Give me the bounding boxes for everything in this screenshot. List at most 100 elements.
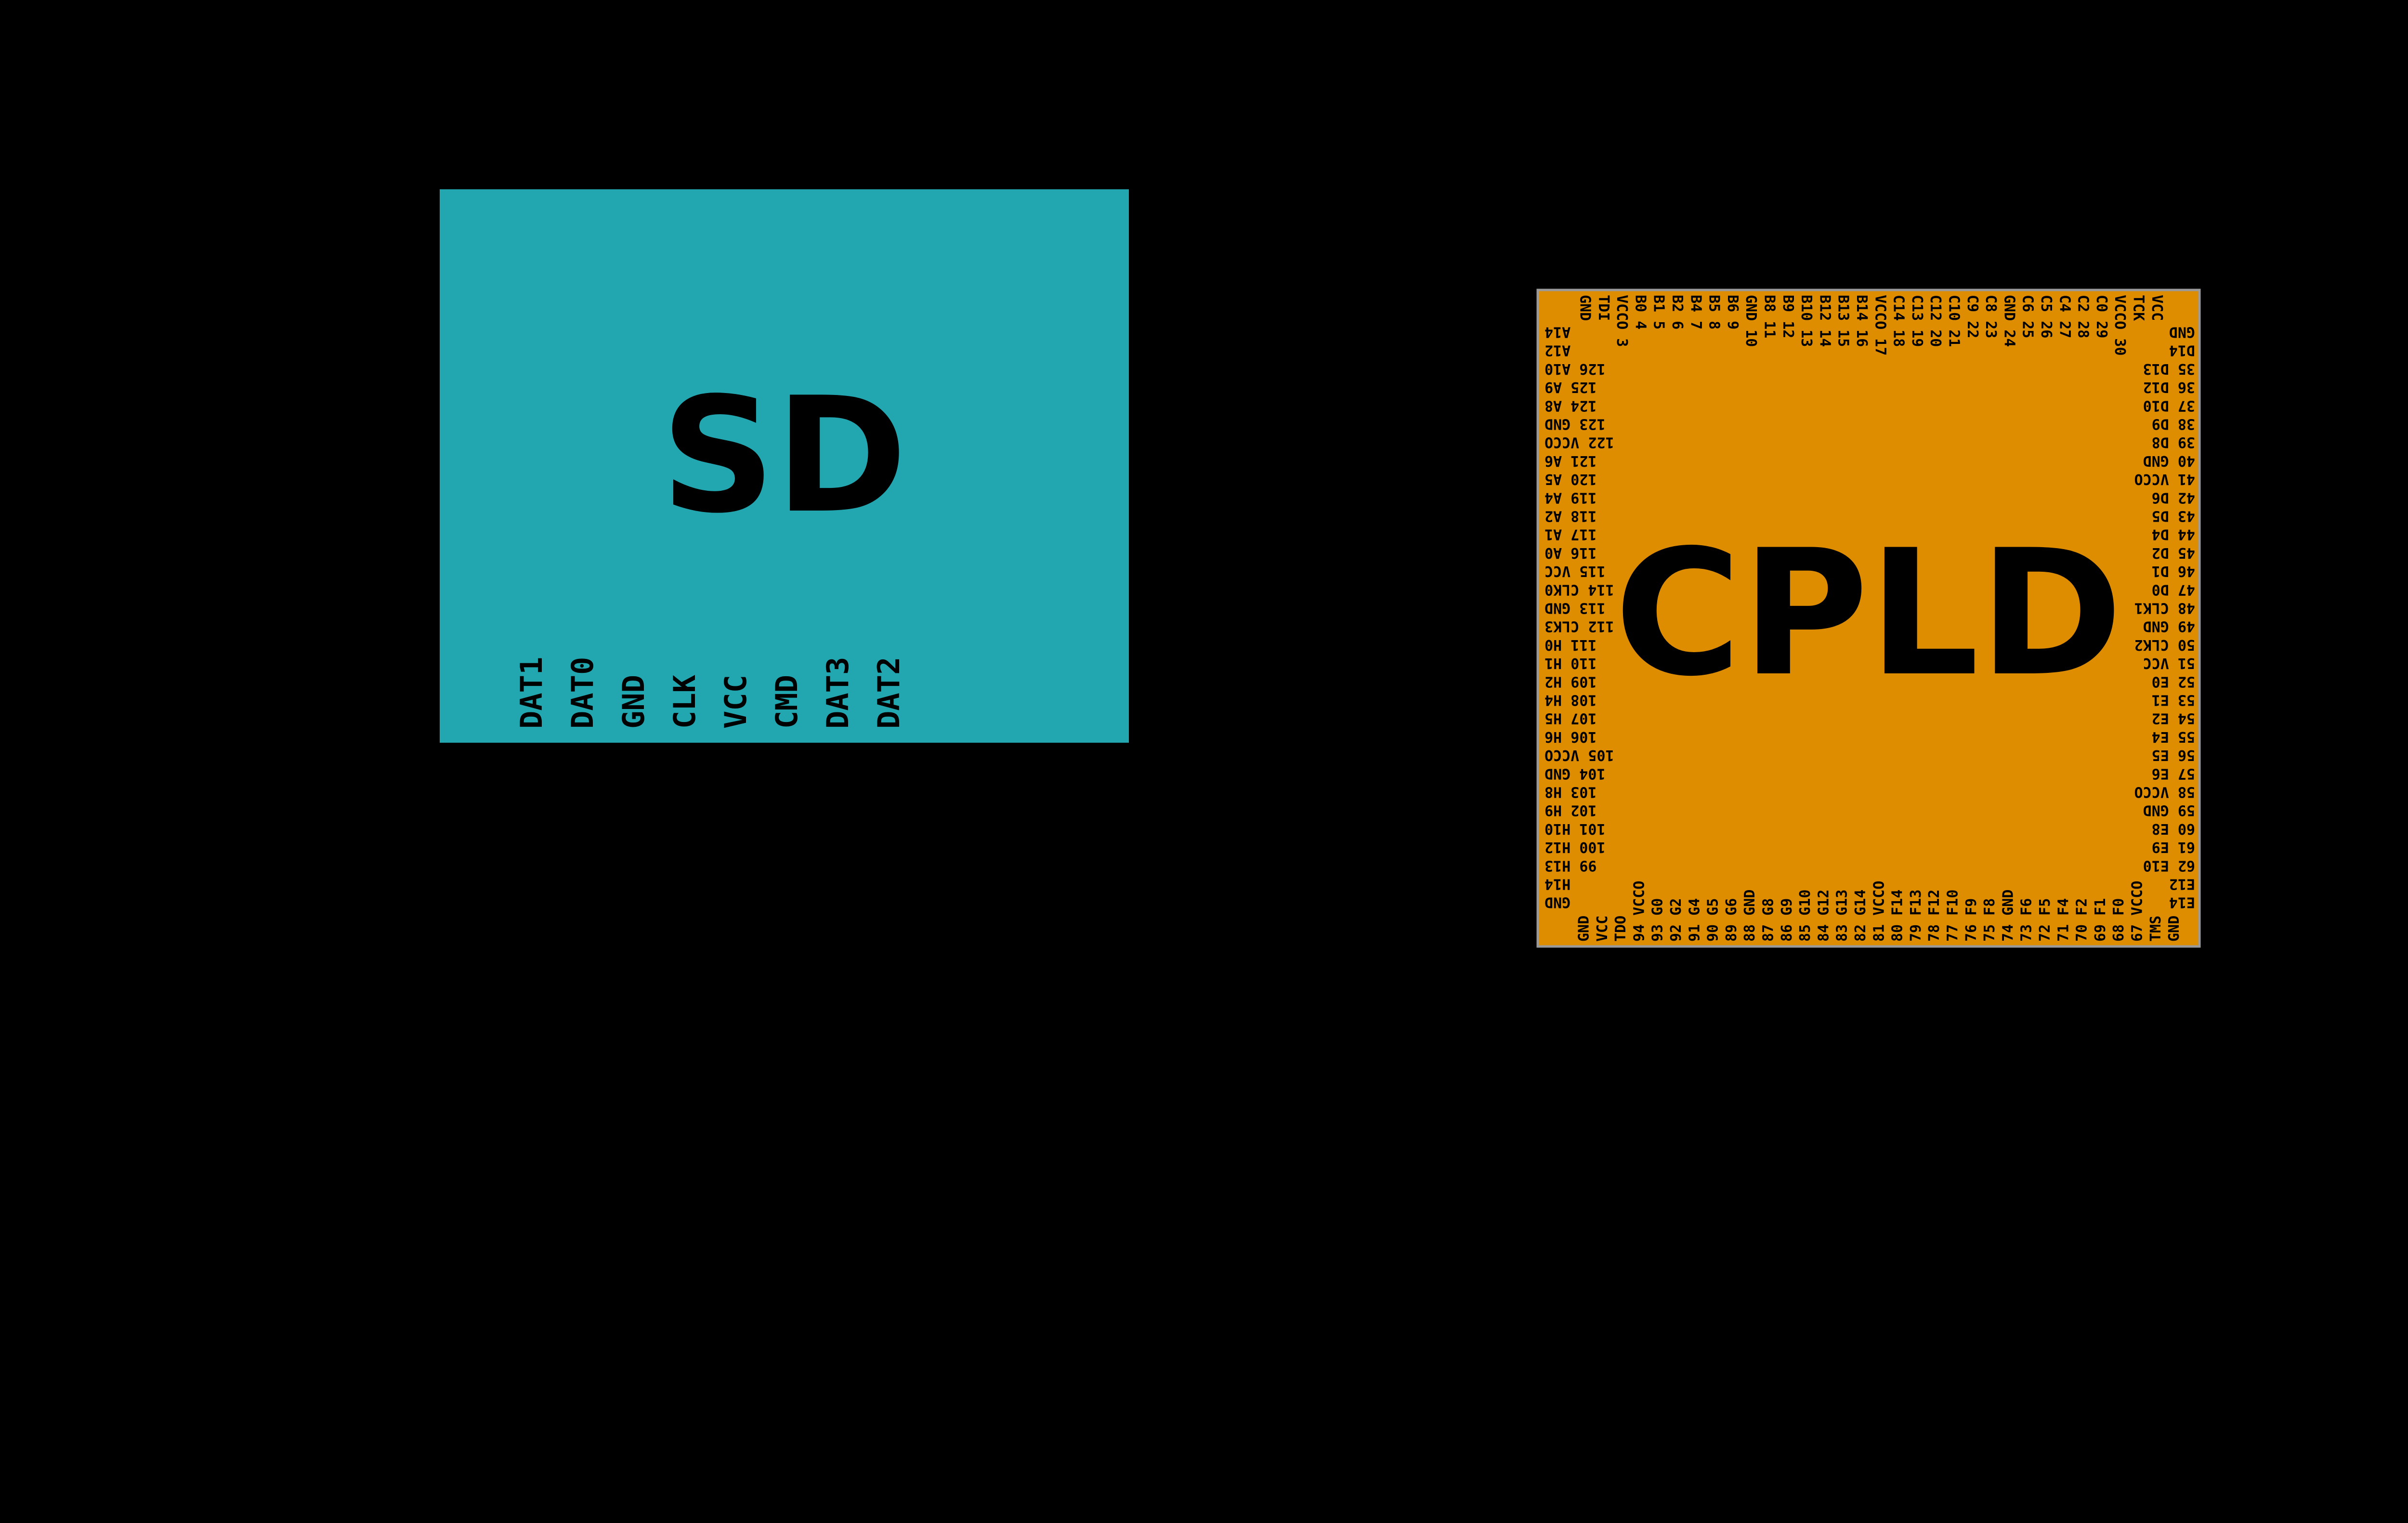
- sd-pin-label-3-clk: CLK: [667, 674, 702, 729]
- cpld-right-pin-0-gnd: GND: [2169, 324, 2195, 341]
- cpld-top-pin-19-c12-20: C12 20: [1927, 295, 1944, 347]
- cpld-bottom-pin-25-72-f5: 72 F5: [2037, 898, 2054, 942]
- cpld-bottom-pin-15-82-g14: 82 G14: [1852, 890, 1869, 942]
- cpld-left-pin-13-115-vcc: 115 VCC: [1544, 563, 1605, 579]
- cpld-left-pin-1-a12: A12: [1544, 342, 1570, 359]
- cpld-right-pin-6-39-d8: 39 D8: [2152, 434, 2195, 451]
- cpld-top-pin-16-vcco-17: VCCO 17: [1871, 295, 1888, 355]
- cpld-right-pin-17-50-clk2: 50 CLK2: [2134, 636, 2195, 653]
- cpld-right-pin-8-41-vcco: 41 VCCO: [2134, 471, 2195, 487]
- cpld-left-pin-22-106-h6: 106 H6: [1544, 728, 1597, 745]
- cpld-left-pin-12-116-a0: 116 A0: [1544, 544, 1597, 561]
- cpld-right-pin-18-51-vcc: 51 VCC: [2143, 655, 2195, 671]
- cpld-right-pin-14-47-d0: 47 D0: [2152, 581, 2195, 598]
- cpld-left-pin-31-gnd: GND: [1544, 894, 1570, 911]
- cpld-right-pin-21-54-e2: 54 E2: [2152, 710, 2195, 727]
- cpld-left-pin-21-107-h5: 107 H5: [1544, 710, 1597, 727]
- cpld-top-pin-10-b8-11: B8 11: [1761, 295, 1778, 338]
- cpld-left-pin-2-126-a10: 126 A10: [1544, 360, 1605, 377]
- cpld-top-pin-2-vcco-3: VCCO 3: [1613, 295, 1630, 347]
- cpld-bottom-pin-30-67-vcco: 67 VCCO: [2129, 881, 2146, 942]
- cpld-bottom-pin-9-88-gnd: 88 GND: [1741, 890, 1758, 942]
- cpld-left-pin-27-101-h10: 101 H10: [1544, 820, 1605, 837]
- cpld-bottom-pin-12-85-g10: 85 G10: [1797, 890, 1814, 942]
- cpld-left-pin-30-h14: H14: [1544, 876, 1570, 893]
- cpld-bottom-pin-22-75-f8: 75 F8: [1981, 898, 1998, 942]
- cpld-top-pin-29-vcco-30: VCCO 30: [2111, 295, 2128, 355]
- cpld-chip-body[interactable]: [1536, 289, 2201, 948]
- cpld-bottom-pin-4-93-g0: 93 G0: [1649, 898, 1666, 942]
- cpld-bottom-pin-31-tms: TMS: [2147, 916, 2164, 942]
- cpld-top-pin-28-c0-29: C0 29: [2093, 295, 2110, 338]
- cpld-bottom-pin-3-94-vcco: 94 VCCO: [1631, 881, 1648, 942]
- cpld-bottom-pin-13-84-g12: 84 G12: [1815, 890, 1832, 942]
- cpld-right-pin-15-48-clk1: 48 CLK1: [2134, 600, 2195, 617]
- cpld-left-pin-28-100-h12: 100 H12: [1544, 839, 1605, 855]
- cpld-left-pin-11-117-a1: 117 A1: [1544, 526, 1597, 543]
- cpld-left-pin-19-109-h2: 109 H2: [1544, 673, 1597, 690]
- cpld-right-pin-20-53-e1: 53 E1: [2152, 692, 2195, 709]
- cpld-top-pin-4-b1-5: B1 5: [1650, 295, 1667, 329]
- cpld-bottom-pin-17-80-f14: 80 F14: [1889, 890, 1906, 942]
- cpld-left-pin-14-114-clk0: 114 CLK0: [1544, 581, 1614, 598]
- cpld-left-pin-18-110-h1: 110 H1: [1544, 655, 1597, 671]
- cpld-bottom-pin-29-68-f0: 68 F0: [2110, 898, 2127, 942]
- cpld-left-pin-8-120-a5: 120 A5: [1544, 471, 1597, 487]
- cpld-top-pin-0-gnd: GND: [1577, 295, 1594, 321]
- cpld-left-pin-10-118-a2: 118 A2: [1544, 508, 1597, 525]
- sd-card-body[interactable]: [440, 189, 1129, 743]
- cpld-bottom-pin-0-gnd: GND: [1576, 916, 1593, 942]
- cpld-top-pin-15-b14-16: B14 16: [1853, 295, 1870, 347]
- sd-pin-label-6-dat3: DAT3: [820, 657, 855, 729]
- cpld-right-pin-10-43-d5: 43 D5: [2152, 508, 2195, 525]
- cpld-top-pin-5-b2-6: B2 6: [1669, 295, 1686, 329]
- cpld-top-pin-7-b5-8: B5 8: [1706, 295, 1723, 329]
- cpld-bottom-pin-10-87-g8: 87 G8: [1760, 898, 1777, 942]
- cpld-left-pin-15-113-gnd: 113 GND: [1544, 600, 1605, 617]
- cpld-left-pin-6-122-vcco: 122 VCCO: [1544, 434, 1614, 451]
- cpld-left-pin-25-103-h8: 103 H8: [1544, 784, 1597, 801]
- cpld-top-pin-18-c13-19: C13 19: [1909, 295, 1925, 347]
- cpld-left-pin-17-111-h0: 111 H0: [1544, 636, 1597, 653]
- cpld-top-pin-30-tck: TCK: [2130, 295, 2147, 321]
- sd-pin-label-7-dat2: DAT2: [871, 657, 906, 729]
- cpld-top-pin-13-b12-14: B12 14: [1816, 295, 1833, 347]
- cpld-top-pin-22-c8-23: C8 23: [1982, 295, 1999, 338]
- cpld-top-pin-27-c2-28: C2 28: [2075, 295, 2092, 338]
- cpld-right-pin-22-55-e4: 55 E4: [2152, 728, 2195, 745]
- cpld-left-pin-3-125-a9: 125 A9: [1544, 379, 1597, 395]
- cpld-bottom-pin-11-86-g9: 86 G9: [1779, 898, 1795, 942]
- cpld-left-pin-26-102-h9: 102 H9: [1544, 802, 1597, 819]
- cpld-top-pin-9-gnd-10: GND 10: [1742, 295, 1759, 347]
- cpld-top-pin-17-c14-18: C14 18: [1890, 295, 1907, 347]
- cpld-right-pin-7-40-gnd: 40 GND: [2143, 452, 2195, 469]
- cpld-bottom-pin-24-73-f6: 73 F6: [2018, 898, 2035, 942]
- cpld-bottom-pin-32-gnd: GND: [2166, 916, 2183, 942]
- cpld-bottom-pin-5-92-g2: 92 G2: [1668, 898, 1685, 942]
- cpld-bottom-pin-8-89-g6: 89 G6: [1723, 898, 1740, 942]
- cpld-left-pin-20-108-h4: 108 H4: [1544, 692, 1597, 709]
- cpld-right-pin-13-46-d1: 46 D1: [2152, 563, 2195, 579]
- cpld-bottom-pin-27-70-f2: 70 F2: [2074, 898, 2091, 942]
- cpld-top-pin-25-c5-26: C5 26: [2038, 295, 2055, 338]
- cpld-bottom-pin-14-83-g13: 83 G13: [1834, 890, 1851, 942]
- cpld-right-pin-1-d14: D14: [2169, 342, 2195, 359]
- cpld-right-pin-4-37-d10: 37 D10: [2143, 397, 2195, 414]
- cpld-left-pin-5-123-gnd: 123 GND: [1544, 416, 1605, 433]
- cpld-right-pin-2-35-d13: 35 D13: [2143, 360, 2195, 377]
- cpld-left-pin-29-99-h13: 99 H13: [1544, 857, 1597, 874]
- cpld-chip-title: CPLD: [1614, 512, 2123, 714]
- cpld-right-pin-23-56-e5: 56 E5: [2152, 747, 2195, 763]
- cpld-bottom-pin-1-vcc: VCC: [1594, 916, 1611, 942]
- sd-pin-label-2-gnd: GND: [616, 675, 651, 729]
- cpld-right-pin-26-59-gnd: 59 GND: [2143, 802, 2195, 819]
- cpld-bottom-pin-16-81-vcco: 81 VCCO: [1871, 881, 1887, 942]
- cpld-bottom-pin-28-69-f1: 69 F1: [2092, 898, 2109, 942]
